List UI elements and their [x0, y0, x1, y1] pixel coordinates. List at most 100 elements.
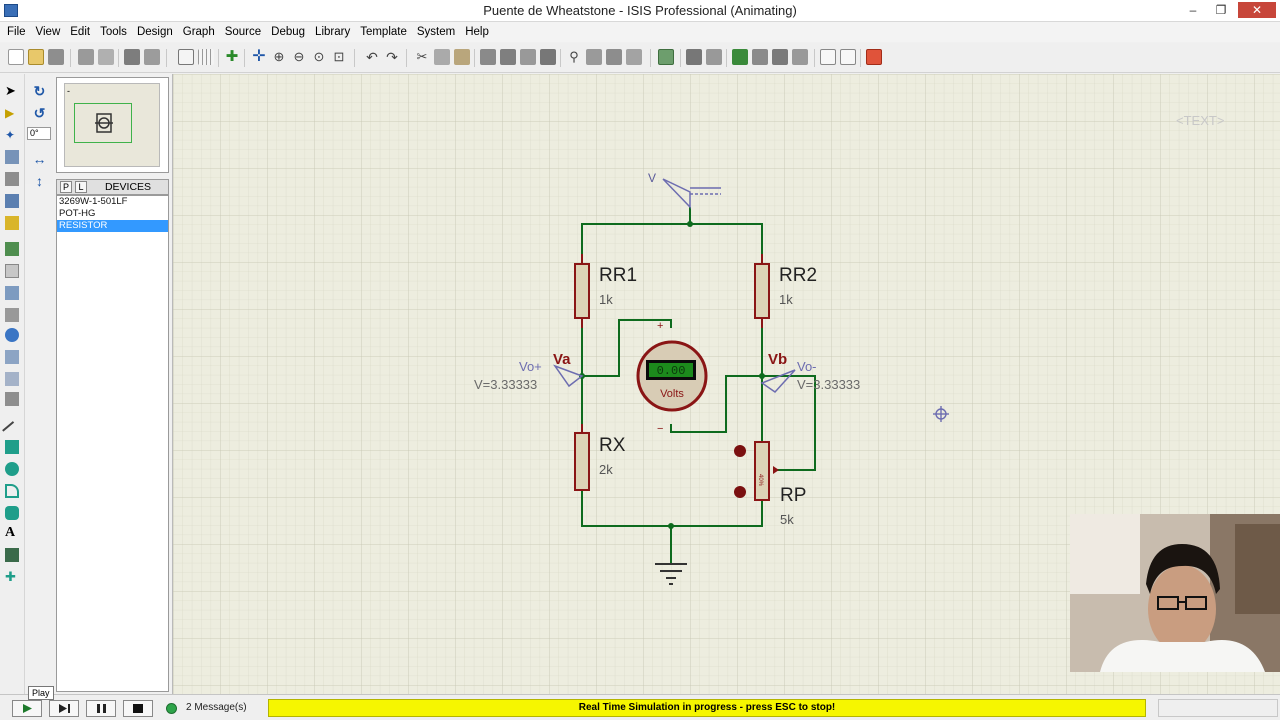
voltage-probe-vo-minus[interactable]: [760, 369, 796, 393]
zoom-out-icon[interactable]: ⊖: [293, 49, 305, 64]
step-button[interactable]: [49, 700, 79, 717]
rotate-clockwise-icon[interactable]: ↻: [33, 83, 46, 99]
menu-source[interactable]: Source: [224, 26, 262, 38]
paste-icon[interactable]: [454, 49, 470, 65]
subcircuit-icon[interactable]: [5, 216, 19, 230]
current-probe-icon[interactable]: [5, 372, 19, 386]
text-tool-icon[interactable]: A: [5, 525, 16, 540]
rotation-angle-field[interactable]: 0°: [27, 127, 51, 140]
menu-graph[interactable]: Graph: [182, 26, 215, 38]
device-pins-icon[interactable]: [5, 264, 19, 278]
restore-button[interactable]: ❐: [1215, 3, 1227, 17]
text-script-icon[interactable]: [5, 172, 19, 186]
menu-view[interactable]: View: [35, 26, 61, 38]
marker-tool-icon[interactable]: ✚: [5, 569, 16, 584]
line-tool-icon[interactable]: [2, 421, 22, 441]
property-tool-icon[interactable]: [706, 49, 722, 65]
block-copy-icon[interactable]: [480, 49, 496, 65]
print-area-icon[interactable]: [144, 49, 160, 65]
packaging-tool-icon[interactable]: [606, 49, 622, 65]
cut-icon[interactable]: ✂: [416, 49, 428, 64]
block-move-icon[interactable]: [500, 49, 516, 65]
export-icon[interactable]: [98, 49, 114, 65]
resistor-rr1[interactable]: [574, 263, 590, 319]
symbol-tool-icon[interactable]: [5, 548, 19, 562]
wire-autorouter-icon[interactable]: [658, 49, 674, 65]
electrical-rule-check-icon[interactable]: [840, 49, 856, 65]
pause-button[interactable]: [86, 700, 116, 717]
design-explorer-icon[interactable]: [732, 49, 748, 65]
make-device-icon[interactable]: [586, 49, 602, 65]
dc-source-terminal[interactable]: [662, 178, 721, 209]
schematic-canvas[interactable]: 40% 0.00 Volts + − V: [172, 74, 1280, 694]
bill-of-materials-icon[interactable]: [820, 49, 836, 65]
device-item[interactable]: 3269W-1-501LF: [59, 196, 128, 207]
resistor-rx[interactable]: [574, 432, 590, 491]
zoom-all-icon[interactable]: ⊙: [313, 49, 325, 64]
dc-voltmeter[interactable]: 0.00 Volts: [636, 340, 708, 412]
bus-icon[interactable]: [5, 194, 19, 208]
print-icon[interactable]: [124, 49, 140, 65]
rotate-anticlockwise-icon[interactable]: ↺: [33, 105, 46, 121]
import-icon[interactable]: [78, 49, 94, 65]
grid-icon[interactable]: [198, 49, 214, 65]
open-folder-icon[interactable]: [28, 49, 44, 65]
pan-icon[interactable]: ✛: [252, 48, 266, 65]
overview-view-frame[interactable]: [74, 103, 132, 143]
pick-devices-button[interactable]: P: [60, 181, 72, 193]
refresh-icon[interactable]: [178, 49, 194, 65]
voltage-probe-icon[interactable]: [5, 350, 19, 364]
close-button[interactable]: ✕: [1238, 2, 1276, 18]
device-item-selected[interactable]: RESISTOR: [57, 220, 168, 232]
zoom-in-icon[interactable]: ⊕: [273, 49, 285, 64]
search-tag-icon[interactable]: [686, 49, 702, 65]
path-tool-icon[interactable]: [5, 506, 19, 520]
pot-increase-button[interactable]: [734, 445, 746, 457]
messages-count[interactable]: 2 Message(s): [186, 702, 247, 713]
circle-tool-icon[interactable]: [5, 462, 19, 476]
resistor-rr2[interactable]: [754, 263, 770, 319]
zoom-area-icon[interactable]: ⊡: [333, 49, 345, 64]
menu-debug[interactable]: Debug: [271, 26, 306, 38]
redo-icon[interactable]: ↷: [386, 49, 398, 65]
menu-edit[interactable]: Edit: [70, 26, 91, 38]
mirror-x-icon[interactable]: ↔: [32, 151, 47, 167]
undo-icon[interactable]: ↶: [366, 49, 378, 65]
minimize-button[interactable]: –: [1189, 3, 1197, 17]
box-tool-icon[interactable]: [5, 440, 19, 454]
menu-tools[interactable]: Tools: [100, 26, 127, 38]
menu-help[interactable]: Help: [465, 26, 489, 38]
voltage-probe-vo-plus[interactable]: [553, 364, 584, 388]
netlist-to-ares-icon[interactable]: [866, 49, 882, 65]
new-sheet-icon[interactable]: [752, 49, 768, 65]
block-delete-icon[interactable]: [540, 49, 556, 65]
device-item[interactable]: POT-HG: [59, 208, 96, 219]
play-button[interactable]: [12, 700, 42, 717]
remove-sheet-icon[interactable]: [772, 49, 788, 65]
component-mode-icon[interactable]: ▶: [5, 106, 15, 120]
pick-device-icon[interactable]: ⚲: [569, 49, 579, 64]
goto-sheet-icon[interactable]: [792, 49, 808, 65]
junction-dot-icon[interactable]: ✦: [5, 128, 16, 142]
virtual-instruments-icon[interactable]: [5, 392, 19, 406]
menu-library[interactable]: Library: [315, 26, 351, 38]
pot-decrease-button[interactable]: [734, 486, 746, 498]
new-file-icon[interactable]: [8, 49, 24, 65]
library-manager-button[interactable]: L: [75, 181, 87, 193]
graph-icon[interactable]: [5, 286, 19, 300]
tape-recorder-icon[interactable]: [5, 308, 19, 322]
menu-file[interactable]: File: [7, 26, 26, 38]
mirror-y-icon[interactable]: ↕: [36, 173, 43, 189]
stop-button[interactable]: [123, 700, 153, 717]
save-icon[interactable]: [48, 49, 64, 65]
selection-mode-icon[interactable]: ➤: [5, 83, 16, 98]
decompose-icon[interactable]: [626, 49, 642, 65]
menu-system[interactable]: System: [416, 26, 456, 38]
origin-icon[interactable]: ✚: [225, 48, 239, 65]
copy-icon[interactable]: [434, 49, 450, 65]
terminals-icon[interactable]: [5, 242, 19, 256]
arc-tool-icon[interactable]: [5, 484, 19, 498]
generator-icon[interactable]: [5, 328, 19, 342]
overview-window[interactable]: -: [56, 77, 169, 173]
menu-design[interactable]: Design: [136, 26, 173, 38]
